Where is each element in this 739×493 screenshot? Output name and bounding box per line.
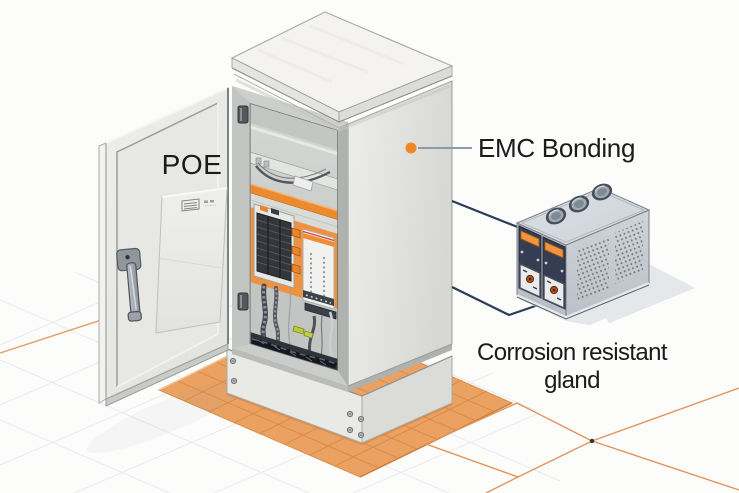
gland-label-line1: Corrosion resistant	[477, 339, 668, 366]
bonding-cables	[451, 199, 548, 317]
keyhole-icon	[125, 254, 130, 260]
cabinet-door	[98, 87, 229, 407]
plate-logo-icon	[181, 198, 200, 212]
cabinet-interior	[249, 101, 339, 373]
cabinet-plinth	[226, 348, 453, 444]
cable-loop	[255, 165, 331, 184]
gland-label-line2: gland	[544, 367, 600, 394]
terminal-module-right	[302, 228, 337, 320]
din-rail-orange	[250, 184, 338, 220]
floor-accent-diamond	[424, 387, 739, 493]
cable-tray	[250, 332, 338, 371]
poe-label: POE	[162, 149, 223, 180]
bonding-cable-upper	[451, 199, 521, 230]
vent-perforation	[577, 236, 609, 302]
emc-bonding-marker	[405, 142, 417, 154]
floor-intersection-dot	[589, 438, 595, 444]
door-hinge-bottom	[237, 292, 249, 311]
cabinet-roof	[230, 11, 454, 132]
cabinet-side-panel	[347, 80, 453, 387]
door-label-plate	[155, 187, 228, 334]
door-hinge-top	[237, 105, 249, 124]
interior-shelf	[250, 151, 338, 192]
emc-bonding-label: EMC Bonding	[478, 133, 635, 163]
bonding-cable-lower	[451, 286, 548, 317]
door-floor-shadow	[86, 376, 254, 454]
vent-perforation-2	[615, 221, 643, 284]
gland-box	[515, 179, 695, 334]
terminal-module-left	[253, 203, 301, 289]
shelf-device	[292, 175, 314, 192]
door-handle	[116, 247, 142, 322]
